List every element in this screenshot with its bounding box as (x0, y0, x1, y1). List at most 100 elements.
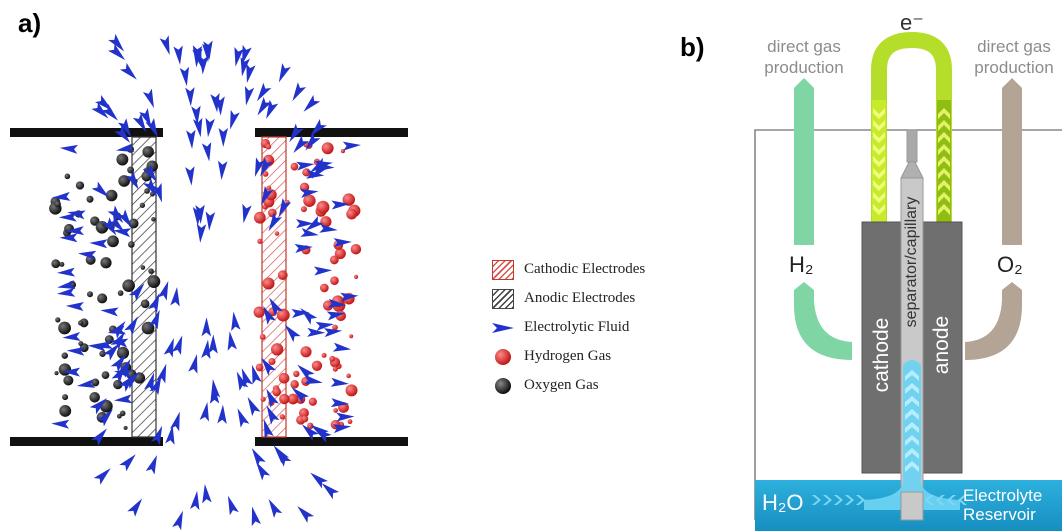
flow-arrow-icon (237, 408, 250, 428)
flow-arrow-icon (205, 211, 216, 231)
anode-hatch-icon (492, 288, 514, 309)
flow-arrow-icon (145, 455, 157, 475)
flow-arrow-icon (185, 87, 195, 107)
flow-arrow-icon (117, 118, 132, 138)
chevron-icon (812, 495, 821, 505)
flow-arrow-icon (199, 402, 209, 422)
flow-arrow-icon (192, 117, 203, 138)
flow-arrow-icon (330, 398, 350, 408)
o2-arrow (965, 78, 1022, 360)
flow-arrow-icon (326, 311, 346, 321)
flow-arrow-icon (101, 103, 119, 121)
flow-arrow-icon (208, 334, 218, 354)
flow-arrow-icon (292, 82, 307, 102)
hydrogen-bubble (346, 373, 351, 379)
flow-arrow-icon (91, 181, 110, 198)
flow-arrow-icon (196, 223, 207, 243)
oxygen-bubble (127, 166, 135, 174)
chevron-icon (873, 120, 885, 131)
flow-arrow-icon (179, 66, 190, 87)
oxygen-bubble (89, 392, 100, 403)
hydrogen-bubble (322, 300, 334, 311)
oxygen-bubble (116, 413, 122, 419)
top-right-wall (255, 128, 408, 137)
flow-arrow-icon (202, 484, 212, 504)
flow-arrow-icon (333, 238, 352, 248)
hydrogen-bubble (293, 370, 300, 378)
flow-arrow-icon (247, 397, 261, 417)
flow-arrow-icon (58, 212, 77, 222)
oxygen-bubble (61, 352, 69, 359)
chevron-icon (873, 180, 885, 191)
flow-arrow-icon (244, 85, 255, 106)
chevron-icon (905, 461, 919, 472)
flow-arrow-icon (266, 99, 279, 119)
flow-arrow-icon (117, 209, 132, 228)
flow-arrow-icon (91, 101, 109, 119)
hydrogen-bubble (300, 206, 307, 213)
chevron-icon (938, 168, 950, 179)
flow-arrow-icon (227, 331, 238, 351)
hydrogen-bubble (345, 384, 358, 397)
top-left-wall (10, 128, 163, 137)
oxygen-bubble (151, 217, 156, 222)
oxygen-bubble (78, 320, 84, 326)
chevron-icon (938, 108, 950, 119)
hydrogen-bubble (290, 380, 299, 389)
flow-arrow-icon (332, 342, 352, 352)
flow-arrow-icon (122, 371, 140, 389)
legend-item-anodic: Anodic Electrodes (492, 284, 645, 313)
chevron-icon (925, 495, 934, 505)
chevron-icon (958, 495, 967, 505)
oxygen-bubble (101, 371, 110, 380)
hydrogen-bubble (262, 171, 269, 177)
oxygen-bubble (75, 181, 85, 190)
flow-arrow-icon (114, 125, 131, 143)
oxygen-bubble (128, 241, 135, 248)
flow-arrow-icon (77, 250, 97, 260)
o2-label: O₂ (997, 252, 1023, 277)
legend-label: Cathodic Electrodes (524, 261, 646, 277)
flow-arrow-icon (107, 205, 124, 224)
electrolysis-cell-diagram (10, 33, 408, 531)
flow-arrow-icon (157, 281, 169, 301)
panel-b-label: b) (680, 32, 705, 62)
flow-arrow-icon (201, 339, 211, 360)
flow-arrow-icon (303, 94, 321, 112)
chevron-icon (834, 495, 843, 505)
flow-arrow-icon (96, 409, 113, 427)
hydrogen-bubble (330, 276, 339, 285)
flow-arrow-icon (342, 141, 361, 151)
oxygen-bubble (64, 173, 71, 180)
flow-arrow-icon (116, 143, 135, 152)
separator-tip (900, 159, 924, 179)
flow-arrow-icon (192, 206, 203, 226)
oxygen-bubble (148, 268, 154, 274)
bottom-left-wall (10, 437, 163, 446)
chevron-icon (905, 370, 919, 381)
flow-arrow-icon (330, 377, 349, 387)
flow-arrow-icon (191, 105, 201, 125)
chevron-icon (938, 132, 950, 143)
hydrogen-bubble (332, 324, 338, 331)
chevron-icon (856, 495, 865, 505)
flow-arrow-icon (301, 424, 319, 441)
oxygen-bubble (59, 405, 72, 417)
hydrogen-bubble (332, 366, 338, 372)
legend-label: Hydrogen Gas (524, 348, 612, 364)
flow-arrow-icon (108, 33, 125, 52)
hydrogen-bubble (274, 231, 280, 236)
anode-label: anode (930, 315, 953, 375)
flow-arrow-icon (163, 337, 174, 358)
oxygen-bubble (142, 146, 154, 158)
cathode-label: cathode (870, 317, 893, 393)
hydrogen-bubble (302, 168, 311, 177)
flow-arrow-icon (336, 412, 355, 422)
separator-base (900, 491, 924, 521)
oxygen-bubble (116, 346, 130, 360)
chevron-icon (938, 156, 950, 167)
flow-arrow-icon (268, 499, 283, 518)
flow-arrow-icon (266, 388, 280, 408)
oxygen-bubble (54, 200, 61, 208)
hydrogen-bubble (300, 346, 312, 358)
